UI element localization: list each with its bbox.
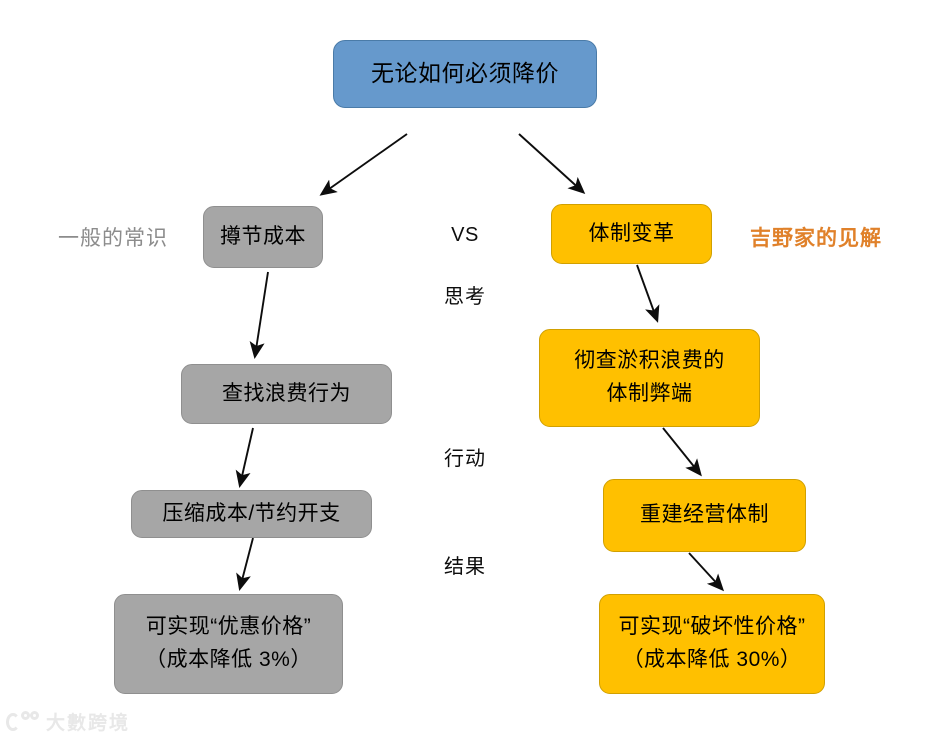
node-left-2-line-1: 查找浪费行为 bbox=[222, 381, 351, 405]
node-root-premise[interactable]: 无论如何必须降价 bbox=[333, 40, 597, 108]
arrow-root-to-right bbox=[518, 133, 586, 195]
node-right-2-line-1: 彻查淤积浪费的 bbox=[574, 349, 725, 373]
arrow-right-1-to-2 bbox=[636, 264, 660, 323]
stage-label-action: 行动 bbox=[444, 448, 486, 470]
node-left-1-line-1: 撙节成本 bbox=[220, 224, 306, 248]
watermark-logo-icon bbox=[6, 710, 40, 733]
node-right-1-line-1: 体制变革 bbox=[588, 221, 675, 245]
node-left-3[interactable]: 压缩成本/节约开支 bbox=[131, 490, 372, 538]
arrow-left-1-to-2 bbox=[249, 271, 269, 360]
node-left-3-line-1: 压缩成本/节约开支 bbox=[162, 501, 341, 525]
node-right-3[interactable]: 重建经营体制 bbox=[603, 479, 806, 552]
stage-label-thinking: 思考 bbox=[444, 286, 486, 308]
node-root-premise-text: 无论如何必须降价 bbox=[371, 60, 559, 87]
node-right-4-line-2: （成本降低 30%） bbox=[622, 648, 802, 671]
node-right-2-line-2: 体制弊端 bbox=[606, 382, 693, 405]
arrow-right-2-to-3 bbox=[662, 427, 702, 477]
side-label-yoshinoya-view: 吉野家的见解 bbox=[750, 227, 882, 250]
node-right-3-line-1: 重建经营体制 bbox=[640, 503, 769, 527]
node-right-4[interactable]: 可实现“破坏性价格” （成本降低 30%） bbox=[599, 594, 825, 694]
stage-label-vs: VS bbox=[451, 224, 479, 246]
node-left-4-line-2: （成本降低 3%） bbox=[145, 648, 312, 671]
stage-label-result: 结果 bbox=[444, 556, 486, 578]
side-label-common-sense: 一般的常识 bbox=[58, 227, 168, 250]
node-left-4[interactable]: 可实现“优惠价格” （成本降低 3%） bbox=[114, 594, 343, 694]
arrow-right-3-to-4 bbox=[688, 552, 725, 592]
node-right-2[interactable]: 彻查淤积浪费的 体制弊端 bbox=[539, 329, 760, 427]
node-left-4-line-1: 可实现“优惠价格” bbox=[145, 615, 312, 639]
arrow-left-3-to-4 bbox=[236, 537, 254, 591]
watermark-text: 大數跨境 bbox=[46, 713, 131, 734]
node-right-4-line-1: 可实现“破坏性价格” bbox=[618, 615, 806, 639]
node-right-1[interactable]: 体制变革 bbox=[551, 204, 712, 264]
arrow-root-to-left bbox=[319, 133, 408, 196]
node-left-2[interactable]: 查找浪费行为 bbox=[181, 364, 392, 424]
watermark: 大數跨境 bbox=[6, 708, 130, 735]
node-left-1[interactable]: 撙节成本 bbox=[203, 206, 323, 268]
arrow-left-2-to-3 bbox=[235, 427, 254, 488]
